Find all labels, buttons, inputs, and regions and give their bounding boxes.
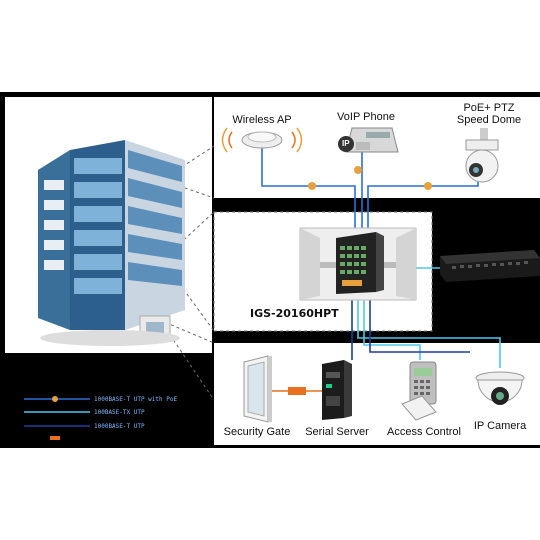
serial-server-icon (322, 360, 352, 420)
legend-fe-label: 100BASE-TX UTP (94, 409, 145, 416)
industrial-switch-icon (336, 232, 384, 294)
security-gate-icon (243, 355, 272, 423)
legend (24, 396, 90, 440)
security-gate-label: Security Gate (223, 426, 291, 438)
serial-server-label: Serial Server (305, 426, 369, 438)
legend-ge-label: 1000BASE-T UTP (94, 423, 145, 430)
ptz-camera-icon (465, 128, 499, 183)
switch-model-label: IGS-20160HPT (250, 307, 339, 320)
voip-phone-icon (338, 127, 399, 153)
wireless-ap-icon (221, 127, 303, 153)
voip-phone-label: VoIP Phone (337, 111, 395, 123)
poe-markers-top (308, 166, 432, 190)
access-control-label: Access Control (387, 426, 461, 438)
rack-switch-icon (440, 250, 540, 282)
ip-camera-icon (475, 371, 525, 405)
office-building-icon (38, 140, 185, 346)
ptz-label-line2: Speed Dome (456, 114, 522, 126)
access-control-icon (401, 361, 437, 421)
phone-ip-badge: IP (342, 139, 350, 148)
rs232-tag (288, 387, 306, 395)
wireless-ap-label: Wireless AP (232, 114, 292, 126)
ip-camera-label: IP Camera (473, 420, 527, 432)
ptz-label-line1: PoE+ PTZ (463, 102, 515, 114)
legend-poe-label: 1000BASE-T UTP with PoE (94, 396, 178, 403)
